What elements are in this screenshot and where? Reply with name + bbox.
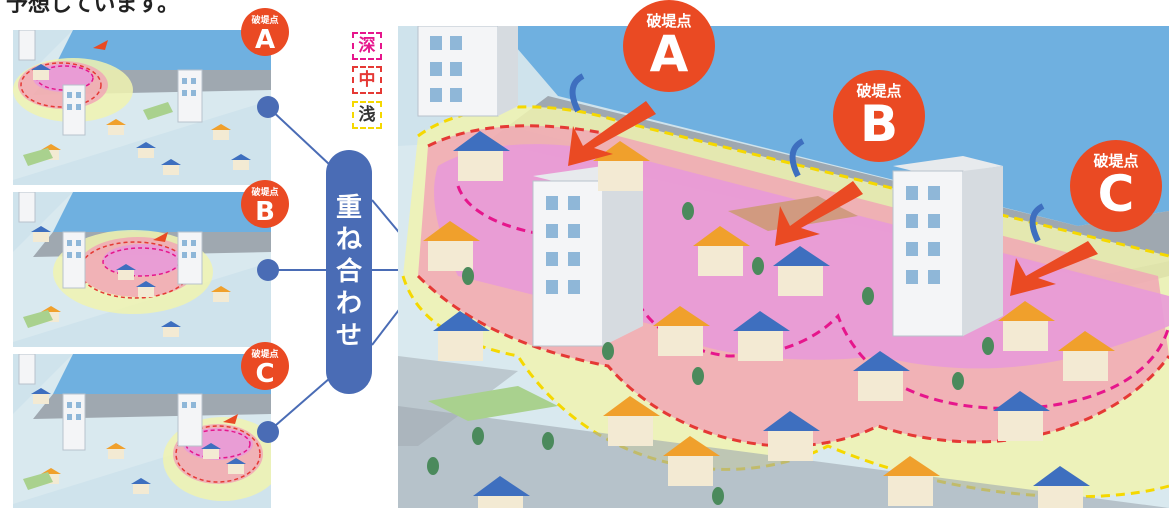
legend-medium: 中: [352, 66, 382, 94]
breach-badge-c: 破堤点 C: [1070, 140, 1162, 232]
scenario-panel-c: [13, 354, 271, 508]
breach-badge-b: 破堤点 B: [833, 70, 925, 162]
breach-badge-a-small: 破堤点 A: [241, 8, 289, 56]
breach-badge-b-small: 破堤点 B: [241, 180, 289, 228]
scenario-panel-b: [13, 192, 271, 347]
caption-text: 予想しています。: [6, 0, 179, 18]
legend-deep: 深: [352, 32, 382, 60]
combined-flood-map: [398, 26, 1169, 508]
connector-dot-c: [257, 421, 279, 443]
breach-badge-a: 破堤点 A: [623, 0, 715, 92]
scenario-panel-a: [13, 30, 271, 185]
connector-dot-b: [257, 259, 279, 281]
breach-badge-c-small: 破堤点 C: [241, 342, 289, 390]
overlay-label: 重 ね 合 わ せ: [326, 150, 372, 394]
connector-dot-a: [257, 96, 279, 118]
legend-shallow: 浅: [352, 101, 382, 129]
